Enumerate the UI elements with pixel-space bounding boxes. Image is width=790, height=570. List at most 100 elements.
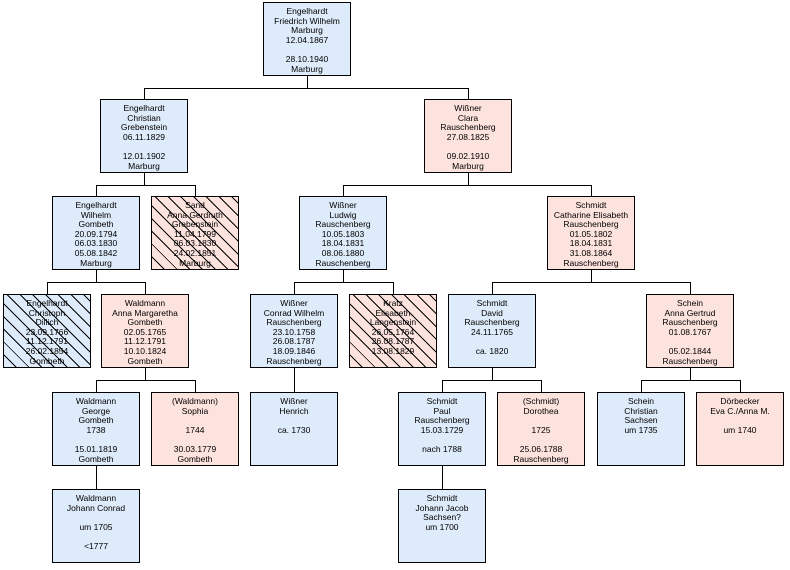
surname: Wißner xyxy=(280,298,308,308)
surname: Engelhardt xyxy=(286,6,328,16)
person-detail: 26.08.1787 xyxy=(371,336,415,347)
connector-line xyxy=(96,270,97,283)
person-detail: Marburg xyxy=(291,25,323,36)
surname: Wißner xyxy=(329,200,357,210)
given-name: Paul xyxy=(433,405,451,416)
given-name: Sophia xyxy=(181,405,209,416)
connector-line xyxy=(393,282,394,294)
person-detail: 11.12.1791 xyxy=(26,336,68,347)
connector-line xyxy=(144,88,469,89)
surname: Wißner xyxy=(454,103,482,113)
person-detail: 1744 xyxy=(185,424,205,435)
connector-line xyxy=(343,270,344,283)
connector-line xyxy=(96,466,97,479)
given-name: Anna Margaretha xyxy=(112,307,178,318)
surname: Schein xyxy=(628,396,654,406)
connector-line xyxy=(442,380,542,381)
given-name: Christian xyxy=(624,405,658,416)
person-detail: 26.02.1854 xyxy=(25,345,69,356)
person-detail: Gombeth xyxy=(78,415,114,426)
connector-line xyxy=(442,380,443,392)
connector-line xyxy=(690,368,691,381)
given-name: Ludwig xyxy=(329,209,357,220)
given-name: Johann Jacob xyxy=(415,502,469,513)
given-name: David xyxy=(481,307,503,318)
connector-line xyxy=(144,173,145,186)
person-detail: Sachsen xyxy=(624,415,658,426)
connector-line xyxy=(96,380,196,381)
person-detail: Marburg xyxy=(128,160,160,171)
person-detail: 12.04.1867 xyxy=(285,34,329,45)
person-detail: Rauschenberg xyxy=(315,219,371,230)
connector-line xyxy=(195,185,196,196)
given-name: Eva C./Anna M. xyxy=(710,405,770,416)
person-detail: Rauschenberg xyxy=(662,355,718,366)
person-detail: um 1740 xyxy=(723,424,757,435)
connector-line xyxy=(96,185,97,196)
connector-line xyxy=(641,380,642,392)
person-detail: 18.04.1831 xyxy=(321,238,365,249)
given-name: Christoph xyxy=(28,307,66,318)
connector-line xyxy=(294,282,394,283)
person-detail: Marburg xyxy=(452,160,484,171)
given-name: Anna Gertrud xyxy=(664,307,716,318)
person-detail: Rauschenberg xyxy=(563,257,619,268)
person-detail: um 1735 xyxy=(624,424,658,435)
person-detail: 08.06.1880 xyxy=(321,247,365,258)
person-detail: 01.08.1767 xyxy=(668,326,712,337)
surname: (Waldmann) xyxy=(172,396,218,406)
surname: Wißner xyxy=(280,396,308,406)
person-detail: Rauschenberg xyxy=(414,415,470,426)
surname: Engelhardt xyxy=(123,103,165,113)
given-name: Anna Gerdruth xyxy=(167,209,223,220)
person-detail: Rauschenberg xyxy=(266,317,322,328)
person-detail: 20.09.1794 xyxy=(74,228,118,239)
connector-line xyxy=(442,478,443,489)
person-detail: 23.10.1758 xyxy=(272,326,316,337)
person-detail: Grebenstein xyxy=(171,219,219,230)
person-detail: Gombeth xyxy=(78,453,114,464)
person-detail: Gombeth xyxy=(29,355,65,366)
person-detail: 11.04.1799 xyxy=(174,228,216,239)
surname: Engelhardt xyxy=(26,298,68,308)
given-name: Johann Conrad xyxy=(66,502,126,513)
connector-line xyxy=(343,185,344,196)
person-detail: 1738 xyxy=(86,424,106,435)
person-detail: 10.10.1824 xyxy=(123,345,167,356)
person-detail: Langenstein xyxy=(369,317,417,328)
person-detail: 10.05.1803 xyxy=(321,228,365,239)
surname: Schmidt xyxy=(426,493,458,503)
person-detail: 25.06.1788 xyxy=(519,443,563,454)
person-detail: <1777 xyxy=(84,540,108,551)
connector-line xyxy=(294,380,295,392)
connector-line xyxy=(47,282,48,294)
connector-line xyxy=(492,282,691,283)
connector-line xyxy=(492,368,493,381)
person-detail: 30.03.1779 xyxy=(173,443,217,454)
person-detail: 13.08.1829 xyxy=(371,345,415,356)
person-detail: um 1705 xyxy=(79,521,113,532)
